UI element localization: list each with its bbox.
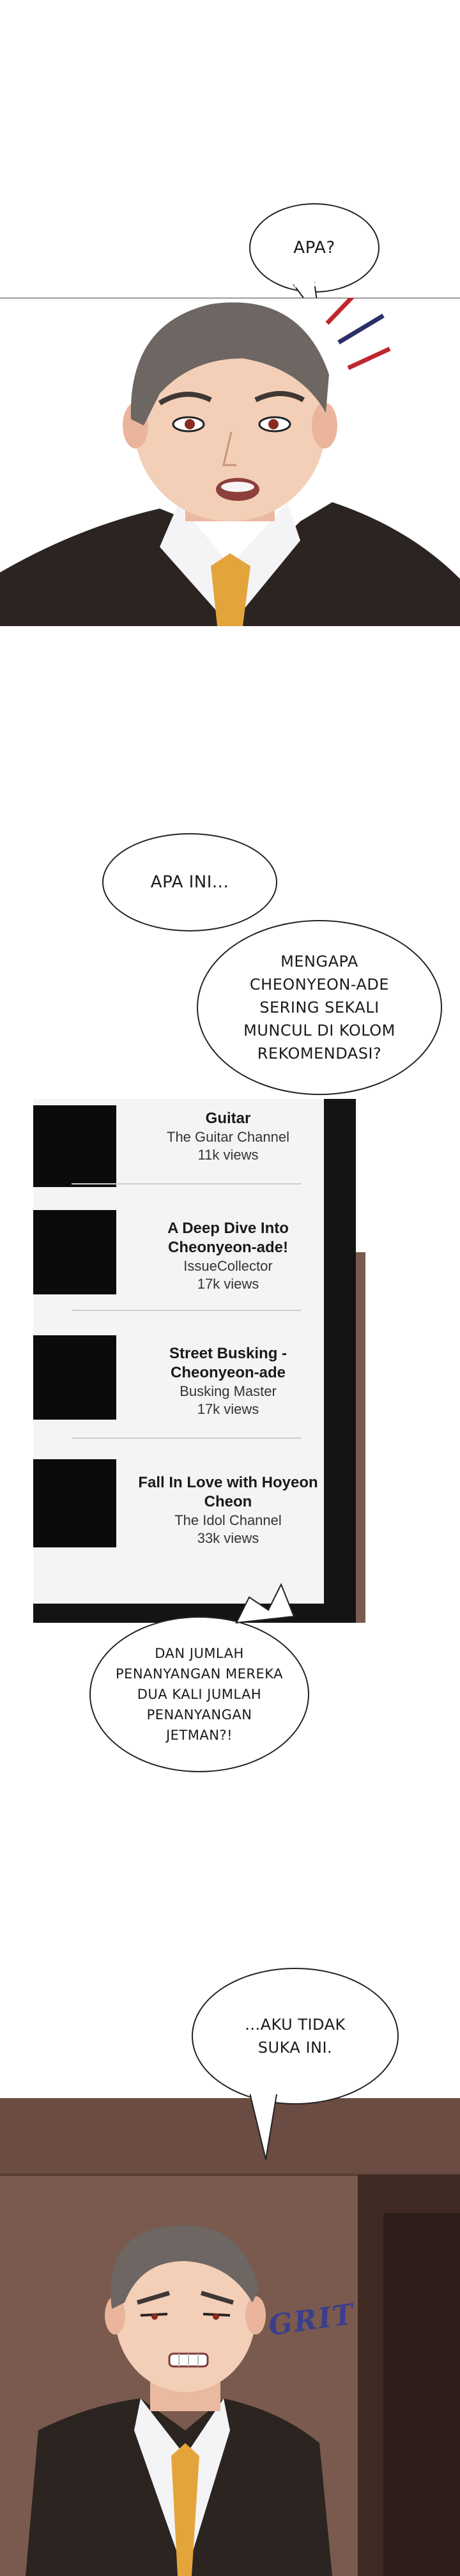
video-title[interactable]: Street Busking - Cheonyeon-ade — [169, 1345, 288, 1381]
video-views: 17k views — [197, 1401, 259, 1417]
list-divider — [72, 1310, 302, 1311]
list-divider — [72, 1183, 302, 1184]
list-divider — [72, 1438, 302, 1439]
speech-bubble-mengapa: MENGAPA CHEONYEON-ADE SERING SEKALI MUNC… — [197, 920, 442, 1095]
video-thumbnail[interactable] — [33, 1210, 116, 1294]
speech-text-dan-jumlah: DAN JUMLAH PENANYANGAN MEREKA DUA KALI J… — [115, 1646, 284, 1743]
speech-text-mengapa: MENGAPA CHEONYEON-ADE SERING SEKALI MUNC… — [243, 953, 395, 1062]
video-views: 33k views — [197, 1530, 259, 1546]
speech-bubble-aku-tidak: ...AKU TIDAK SUKA INI. — [192, 1968, 399, 2104]
speech-text-apa: APA? — [293, 238, 335, 257]
video-title[interactable]: Fall In Love with Hoyeon Cheon — [138, 1474, 318, 1510]
speech-tail-aku-tidak — [247, 2089, 280, 2160]
speech-tail-dan-jumlah — [235, 1583, 295, 1624]
speech-bubble-apa: APA? — [249, 203, 379, 293]
video-channel[interactable]: IssueCollector — [183, 1258, 273, 1274]
video-views: 17k views — [197, 1276, 259, 1292]
video-channel[interactable]: The Guitar Channel — [167, 1129, 289, 1145]
video-views: 11k views — [197, 1147, 259, 1163]
video-thumbnail[interactable] — [33, 1105, 116, 1187]
speech-text-apa-ini: APA INI... — [150, 873, 229, 892]
panel-surprised-man — [0, 298, 460, 626]
video-title[interactable]: Guitar — [205, 1110, 251, 1127]
speech-text-aku-tidak: ...AKU TIDAK SUKA INI. — [245, 2016, 346, 2057]
video-title[interactable]: A Deep Dive Into Cheonyeon-ade! — [167, 1220, 289, 1256]
video-item-2[interactable]: A Deep Dive Into Cheonyeon-ade! IssueCol… — [33, 1193, 327, 1315]
speech-bubble-dan-jumlah: DAN JUMLAH PENANYANGAN MEREKA DUA KALI J… — [89, 1616, 309, 1772]
speech-bubble-apa-ini: APA INI... — [102, 833, 277, 931]
video-channel[interactable]: The Idol Channel — [174, 1512, 282, 1528]
video-item-4[interactable]: Fall In Love with Hoyeon Cheon The Idol … — [33, 1446, 327, 1568]
video-item-1[interactable]: Guitar The Guitar Channel 11k views — [33, 1092, 327, 1214]
video-thumbnail[interactable] — [33, 1335, 116, 1420]
video-channel[interactable]: Busking Master — [180, 1383, 277, 1399]
video-thumbnail[interactable] — [33, 1459, 116, 1547]
video-item-3[interactable]: Street Busking - Cheonyeon-ade Busking M… — [33, 1319, 327, 1440]
panel-grimacing-man — [0, 2098, 460, 2576]
